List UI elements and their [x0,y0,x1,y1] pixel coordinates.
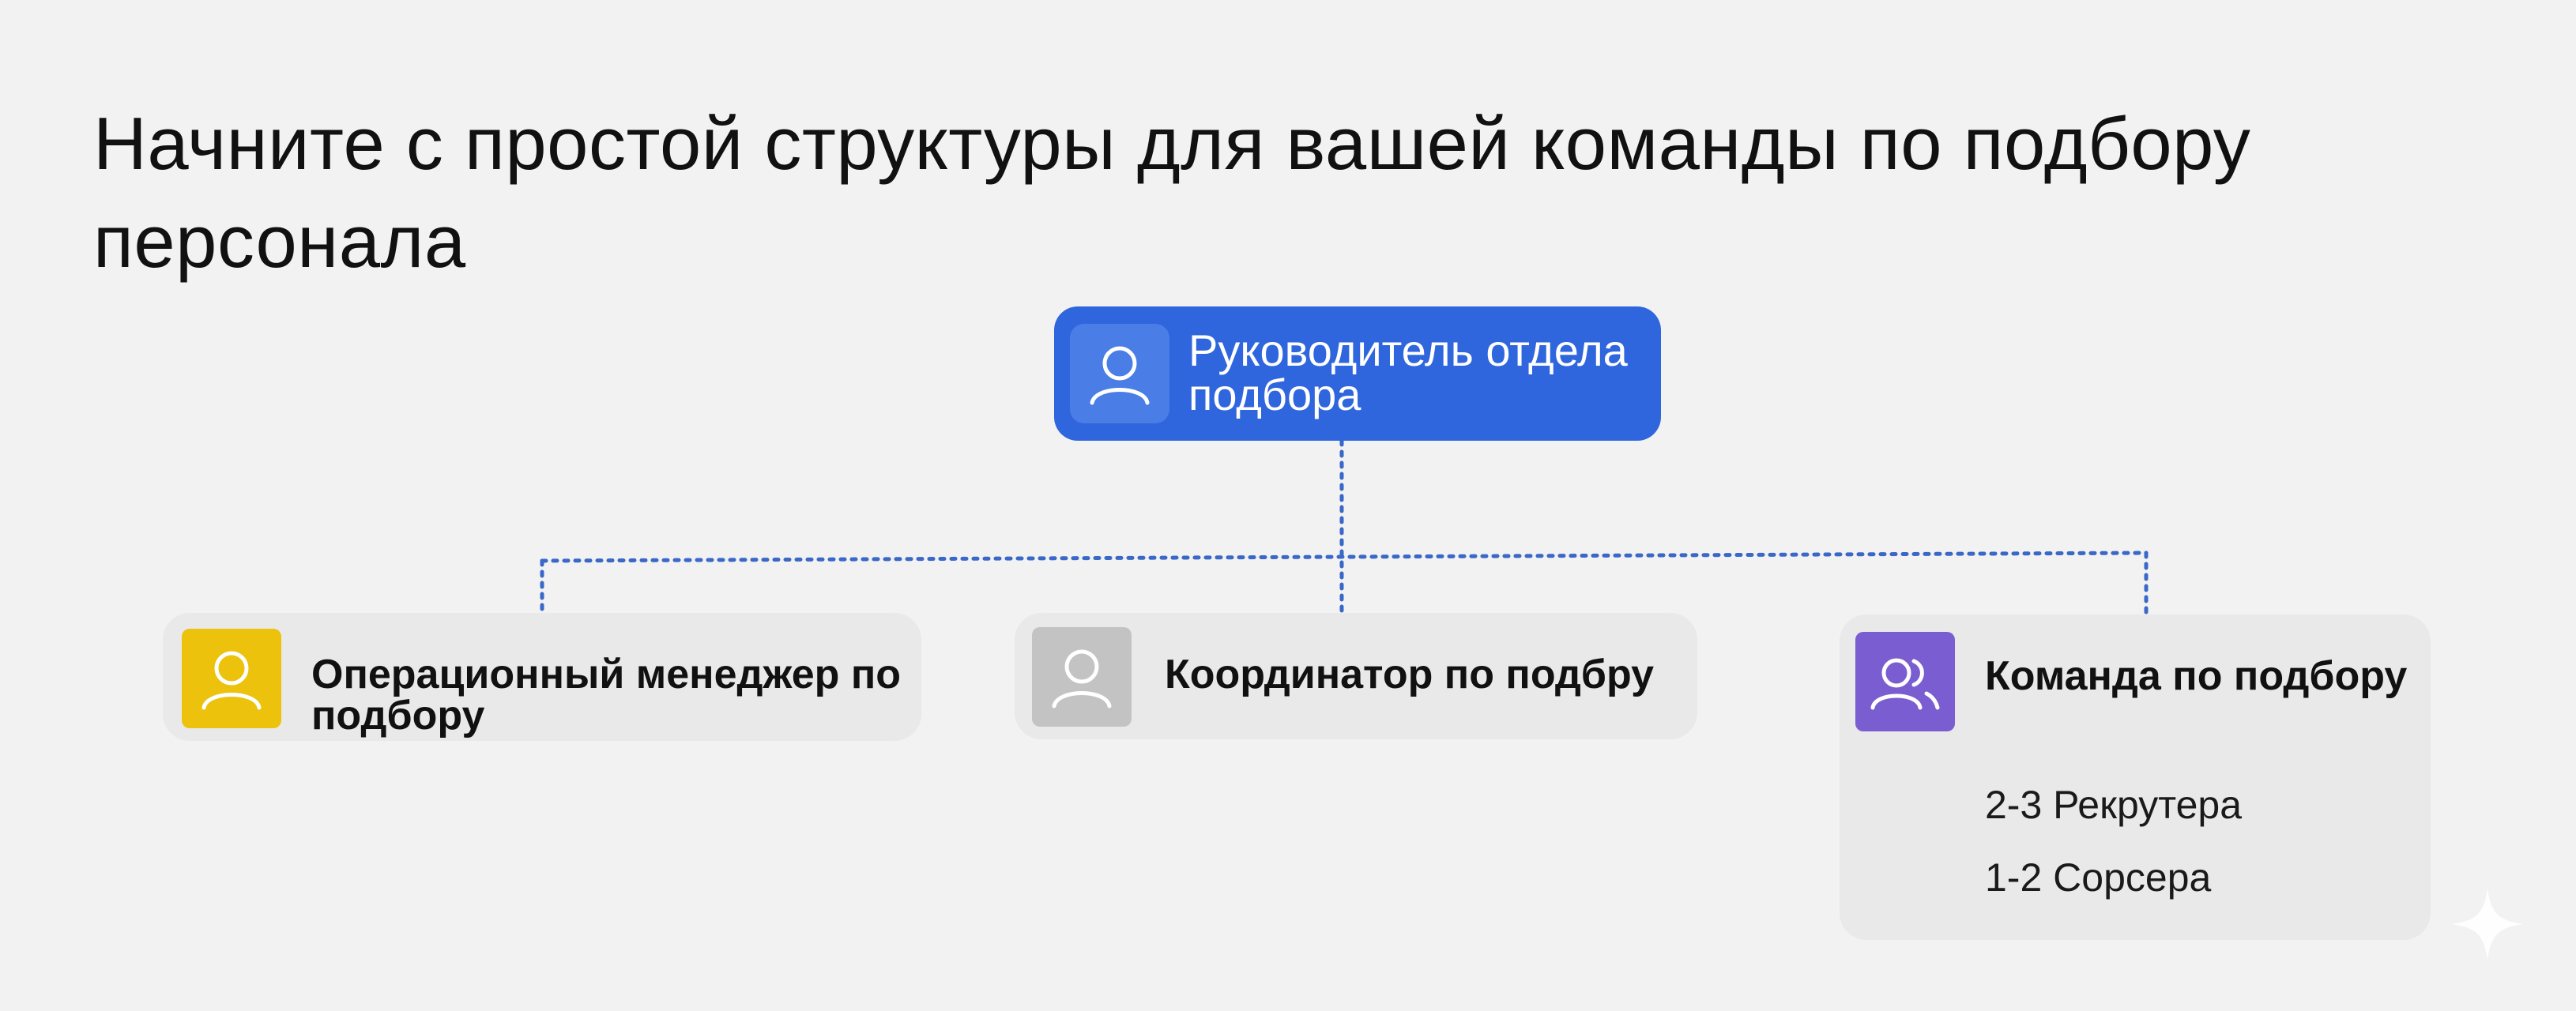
node-head-of-recruitment[interactable]: Руководитель отдела подбора [1054,306,1661,441]
node-team-label: Команда по подбору [1985,653,2408,699]
node-ops-label: Операционный менеджер по подбору [311,652,902,739]
node-recruitment-team[interactable]: Команда по подбору 2-3 Рекрутера 1-2 Сор… [1840,614,2431,940]
node-operations-manager[interactable]: Операционный менеджер по подбору [163,613,921,741]
person-icon [1070,324,1169,423]
person-icon [1032,627,1132,727]
team-member-recruiters: 2-3 Рекрутера [1985,783,2242,827]
group-icon [1855,632,1955,731]
page-title: Начните с простой структуры для вашей ко… [93,102,2251,283]
connector-branch-line [540,551,2149,563]
sparkle-icon [2451,888,2524,960]
person-icon [182,629,281,728]
node-coordinator[interactable]: Координатор по подбру [1015,613,1697,739]
team-member-sourcers: 1-2 Сорсера [1985,855,2212,900]
node-coordinator-label: Координатор по подбру [1165,652,1655,697]
node-head-label: Руководитель отдела подбора [1188,325,1628,419]
